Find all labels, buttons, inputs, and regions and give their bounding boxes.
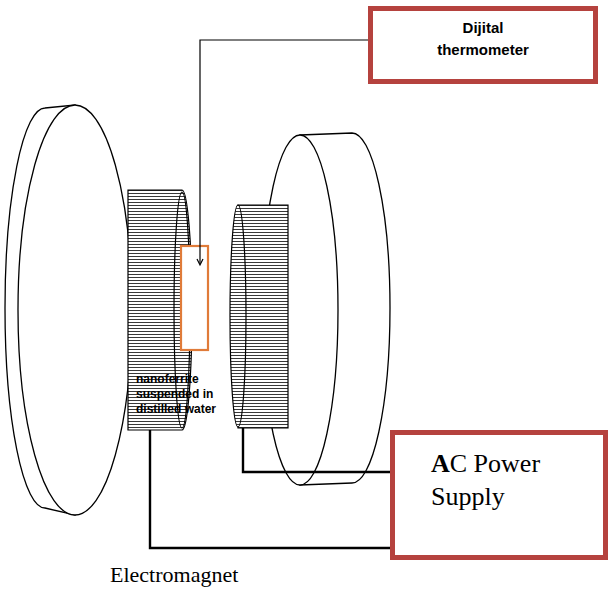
thermometer-lead <box>197 40 368 265</box>
thermometer-box: Dijital thermometer <box>368 6 598 84</box>
power-supply-box: AC Power Supply <box>390 430 608 560</box>
apparatus-label: Electromagnet <box>110 562 238 588</box>
sample-label: nanoferrite suspended in distilled water <box>136 372 238 417</box>
left-pole-disc <box>5 105 132 515</box>
sample-cuvette <box>181 246 208 350</box>
box-text: AC Power Supply <box>431 447 581 513</box>
right-coil <box>230 205 288 428</box>
box-text: Dijital thermometer <box>428 17 538 61</box>
power-wires <box>150 428 392 548</box>
